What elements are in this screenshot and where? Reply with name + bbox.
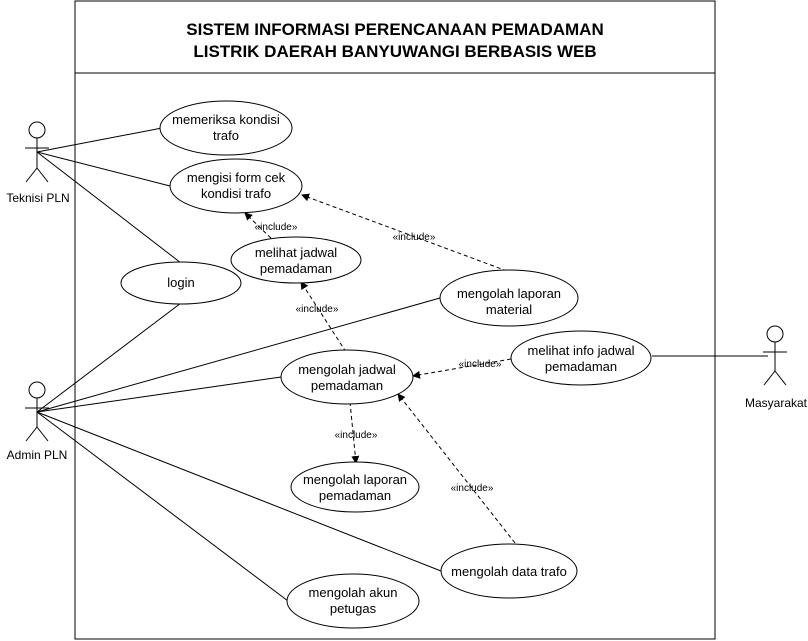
include-info-to-jadwal [412, 358, 512, 379]
use-case-label: melihat jadwal [255, 245, 337, 260]
assoc-admin-akun-petugas [36, 411, 289, 602]
use-case-mengisi-form: mengisi form cek kondisi trafo [169, 158, 303, 214]
use-case-label: pemadaman [311, 378, 383, 393]
use-case-login: login [120, 261, 242, 305]
system-title-line-2: LISTRIK DAERAH BANYUWANGI BERBASIS WEB [193, 42, 596, 61]
include-data-trafo-to-jadwal [397, 393, 516, 544]
use-case-melihat-jadwal: melihat jadwal pemadaman [230, 236, 362, 284]
use-case-akun-petugas: mengolah akun petugas [286, 573, 420, 629]
include-label: «include» [393, 232, 436, 243]
use-case-info-jadwal: melihat info jadwal pemadaman [510, 330, 652, 386]
include-laporan-material-to-mengisi [301, 193, 508, 272]
use-case-label: mengolah jadwal [298, 362, 396, 377]
use-case-laporan-material: mengolah laporan material [439, 269, 579, 327]
system-title-line-1: SISTEM INFORMASI PERENCANAAN PEMADAMAN [186, 20, 603, 39]
assoc-admin-data-trafo [36, 411, 442, 572]
actor-teknisi-pln [25, 121, 49, 183]
assoc-teknisi-memeriksa [36, 127, 163, 153]
assoc-admin-jadwal [36, 376, 282, 413]
use-case-memeriksa-kondisi-trafo: memeriksa kondisi trafo [159, 100, 293, 156]
use-case-label: melihat info jadwal [528, 343, 635, 358]
use-case-laporan-pemadaman: mengolah laporan pemadaman [290, 461, 420, 513]
include-label: «include» [255, 222, 298, 233]
associations [36, 127, 768, 602]
actor-label-masyarakat: Masyarakat [745, 396, 808, 410]
use-case-label: memeriksa kondisi [172, 112, 280, 127]
include-relations [244, 193, 516, 544]
use-case-label: kondisi trafo [201, 186, 271, 201]
assoc-admin-laporan-material [36, 297, 441, 413]
system-boundary: SISTEM INFORMASI PERENCANAAN PEMADAMAN L… [74, 0, 716, 640]
assoc-admin-login [36, 302, 182, 413]
use-case-label: mengolah laporan [303, 472, 407, 487]
include-label: «include» [459, 359, 502, 370]
actor-label-teknisi: Teknisi PLN [6, 191, 69, 205]
actor-admin-pln [25, 381, 49, 442]
stick-figure-icon [763, 325, 787, 386]
assoc-teknisi-login [36, 151, 182, 264]
use-case-label: mengisi form cek [187, 170, 286, 185]
assoc-teknisi-mengisi [36, 151, 171, 187]
include-jadwal-to-laporan [349, 401, 360, 464]
use-case-label: petugas [330, 601, 377, 616]
include-label: «include» [335, 430, 378, 441]
use-case-label: pemadaman [319, 488, 391, 503]
include-label: «include» [296, 304, 339, 315]
use-case-mengolah-jadwal: mengolah jadwal pemadaman [280, 349, 414, 405]
use-case-label: material [486, 302, 532, 317]
use-case-label: mengolah akun [309, 585, 398, 600]
use-case-label: pemadaman [260, 261, 332, 276]
include-labels: «include» «include» «include» «include» … [255, 222, 502, 494]
use-case-data-trafo: mengolah data trafo [440, 543, 578, 599]
stick-figure-icon [25, 121, 49, 183]
include-label: «include» [451, 483, 494, 494]
actor-label-admin: Admin PLN [7, 448, 68, 462]
use-case-label: pemadaman [545, 359, 617, 374]
stick-figure-icon [25, 381, 49, 442]
actor-masyarakat [763, 325, 787, 386]
use-case-label: trafo [213, 128, 239, 143]
use-case-label: login [167, 275, 194, 290]
use-case-label: mengolah data trafo [451, 564, 567, 579]
use-case-label: mengolah laporan [457, 286, 561, 301]
include-melihat-to-mengisi [244, 212, 277, 244]
